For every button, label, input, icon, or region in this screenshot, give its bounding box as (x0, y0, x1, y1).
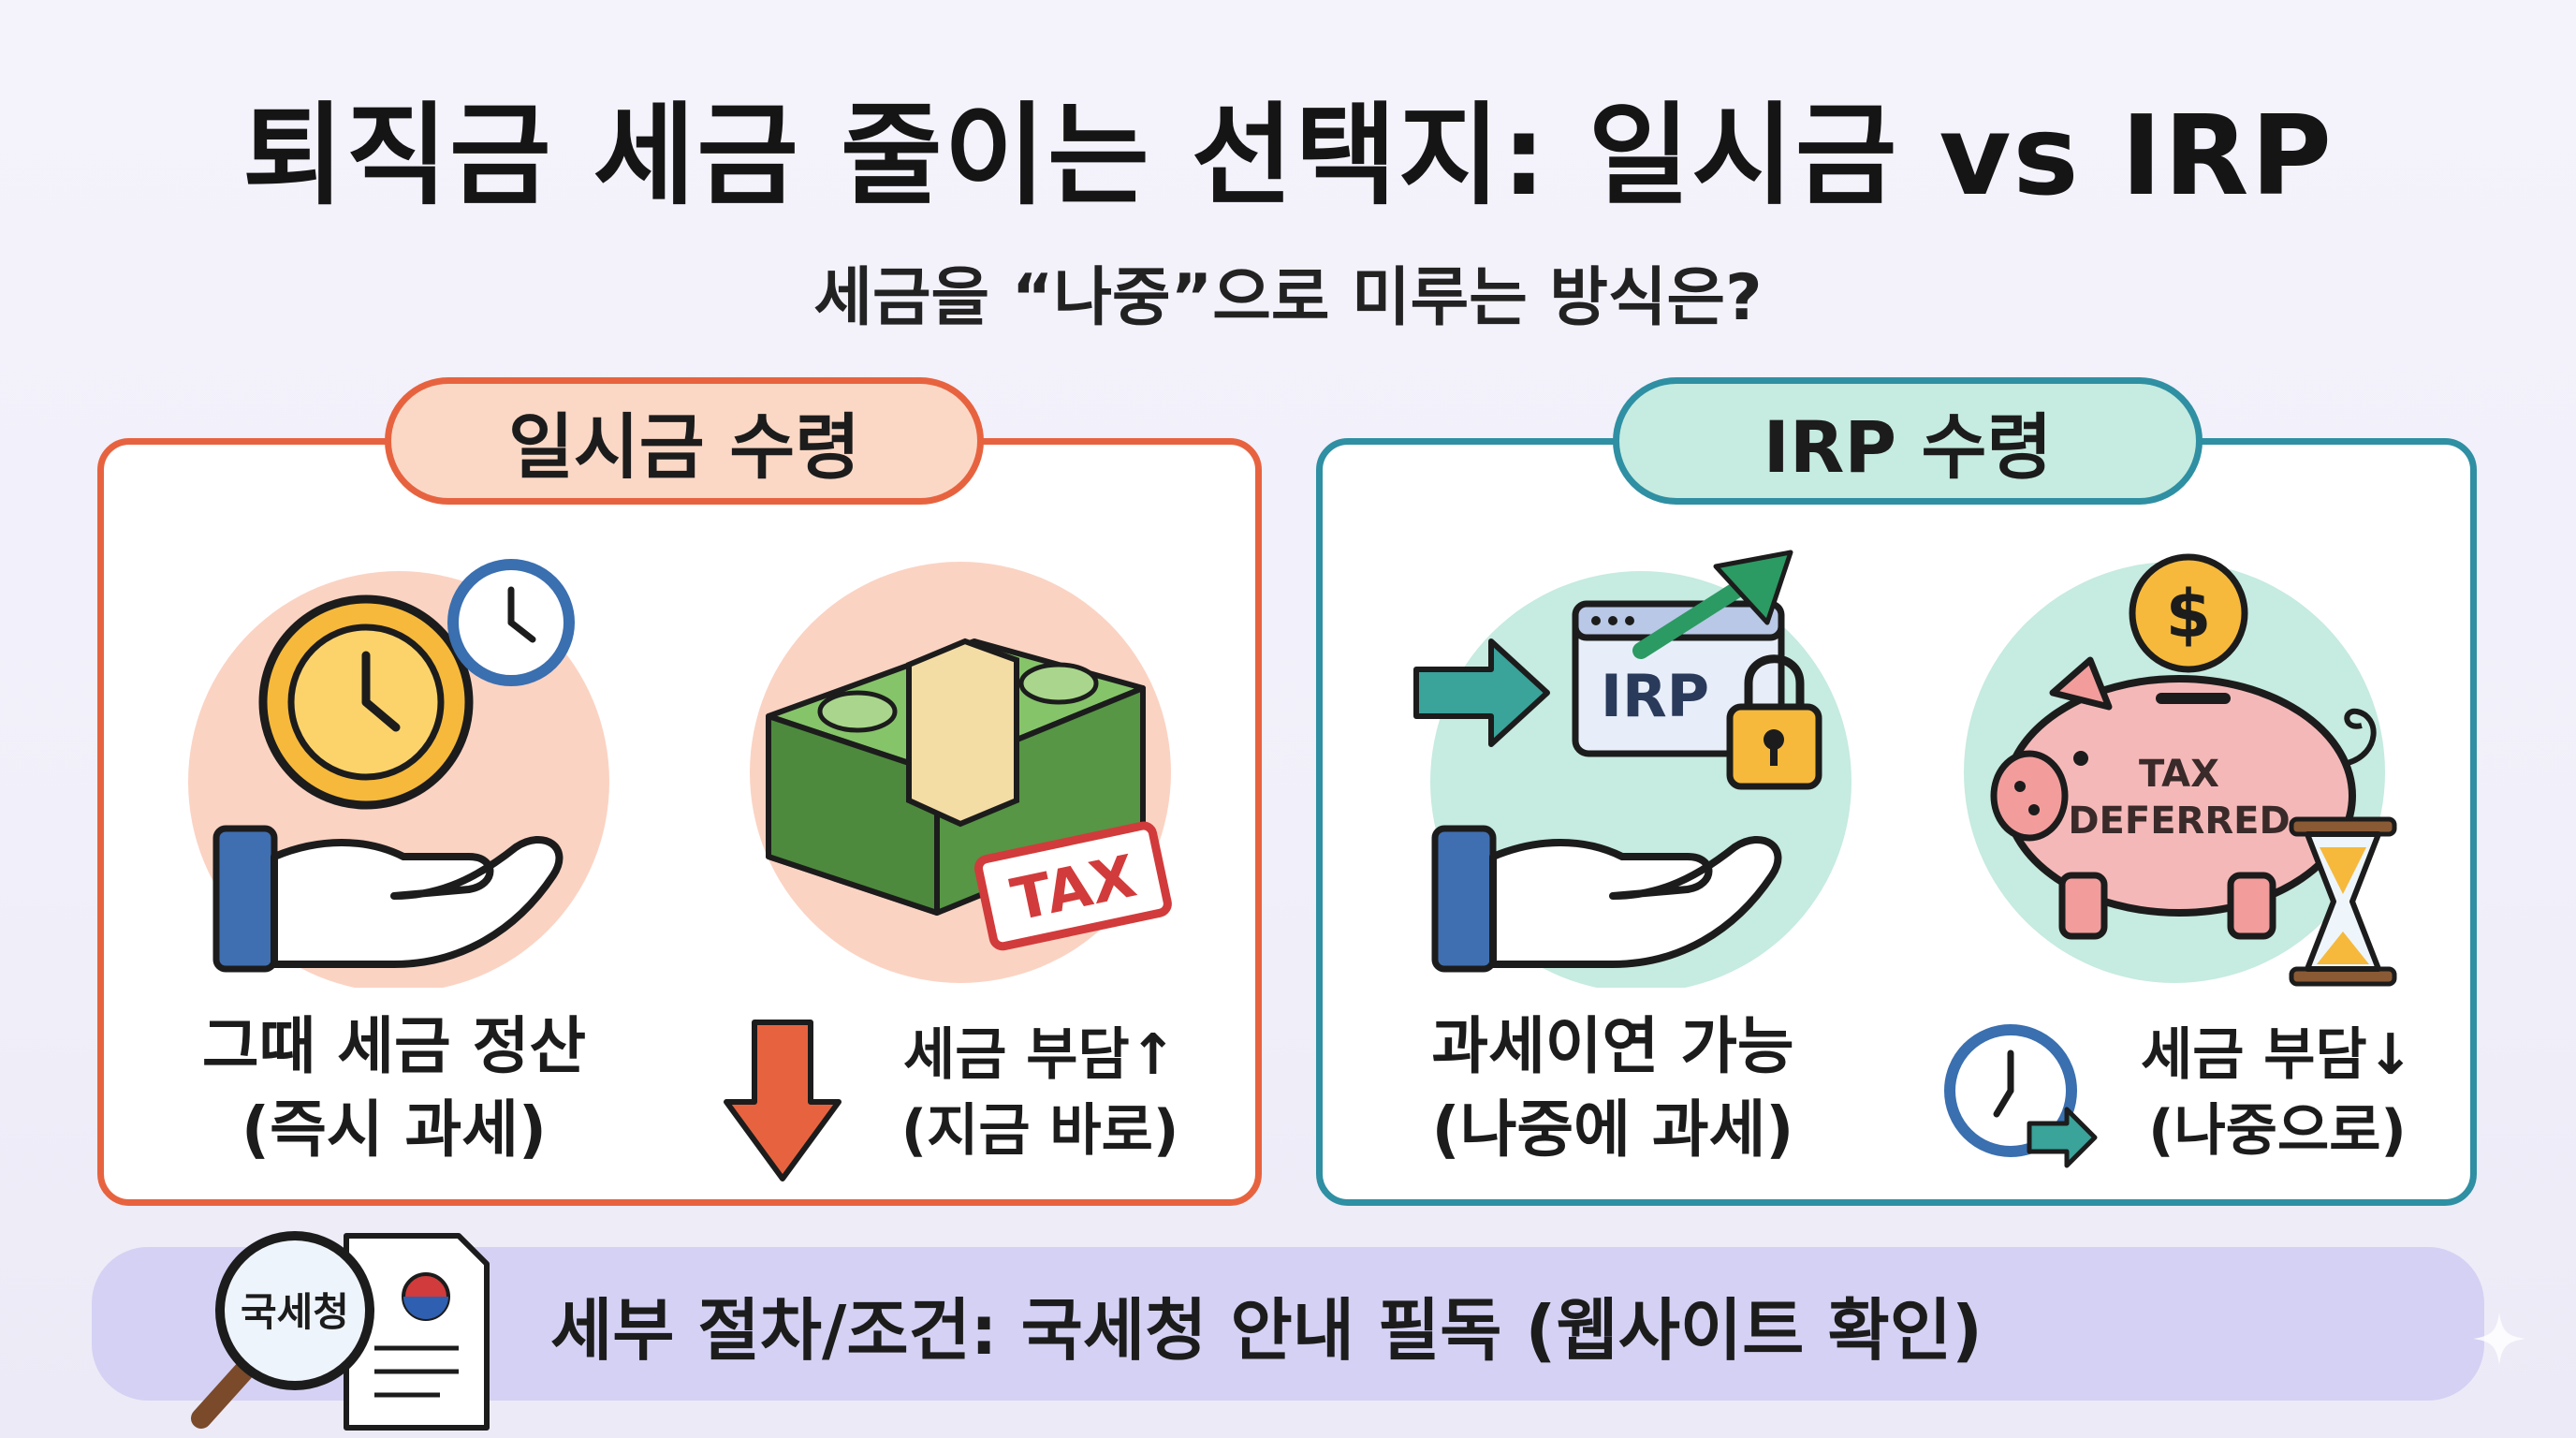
svg-text:DEFERRED: DEFERRED (2068, 800, 2290, 843)
irp-account-label: IRP (1601, 662, 1709, 730)
irp-header: IRP 수령 (1613, 377, 2203, 505)
svg-text:TAX: TAX (2139, 753, 2219, 796)
irp-panel: IRP 수령 IRP $ TAX (1316, 377, 2477, 1206)
lump-sum-header: 일시금 수령 (385, 377, 984, 505)
lump-sum-panel: 일시금 수령 (97, 377, 1262, 1206)
money-stack-icon: TAX (750, 562, 1172, 983)
nts-badge-label: 국세청 (241, 1289, 349, 1335)
svg-text:$: $ (2166, 576, 2212, 653)
lump-sum-caption-side: 세금 부담↑ (지금 바로) (900, 1022, 1179, 1164)
irp-caption-main: 과세이연 가능 (나중에 과세) (1431, 1010, 1794, 1167)
clock-forward-icon (1944, 1024, 2098, 1168)
footer-text: 세부 절차/조건: 국세청 안내 필독 (웹사이트 확인) (550, 1290, 1983, 1370)
lump-sum-caption-main: 그때 세금 정산 (즉시 과세) (201, 1010, 587, 1167)
nts-guide-icon: 국세청 (191, 1231, 490, 1431)
piggy-bank-icon: $ TAX DEFERRED (1964, 553, 2397, 987)
irp-account-hand-icon: IRP (1413, 550, 1852, 988)
footer-bar: 세부 절차/조건: 국세청 안내 필독 (웹사이트 확인) (92, 1247, 2484, 1401)
irp-caption-side: 세금 부담↓ (나중으로) (2141, 1022, 2414, 1164)
page-subtitle: 세금을 “나중”으로 미루는 방식은? (813, 261, 1763, 335)
sparkle-icon (2473, 1313, 2525, 1365)
page-title: 퇴직금 세금 줄이는 선택지: 일시금 vs IRP (242, 91, 2334, 220)
arrow-down-icon (724, 1020, 842, 1181)
hand-coin-clock-icon (188, 559, 609, 988)
